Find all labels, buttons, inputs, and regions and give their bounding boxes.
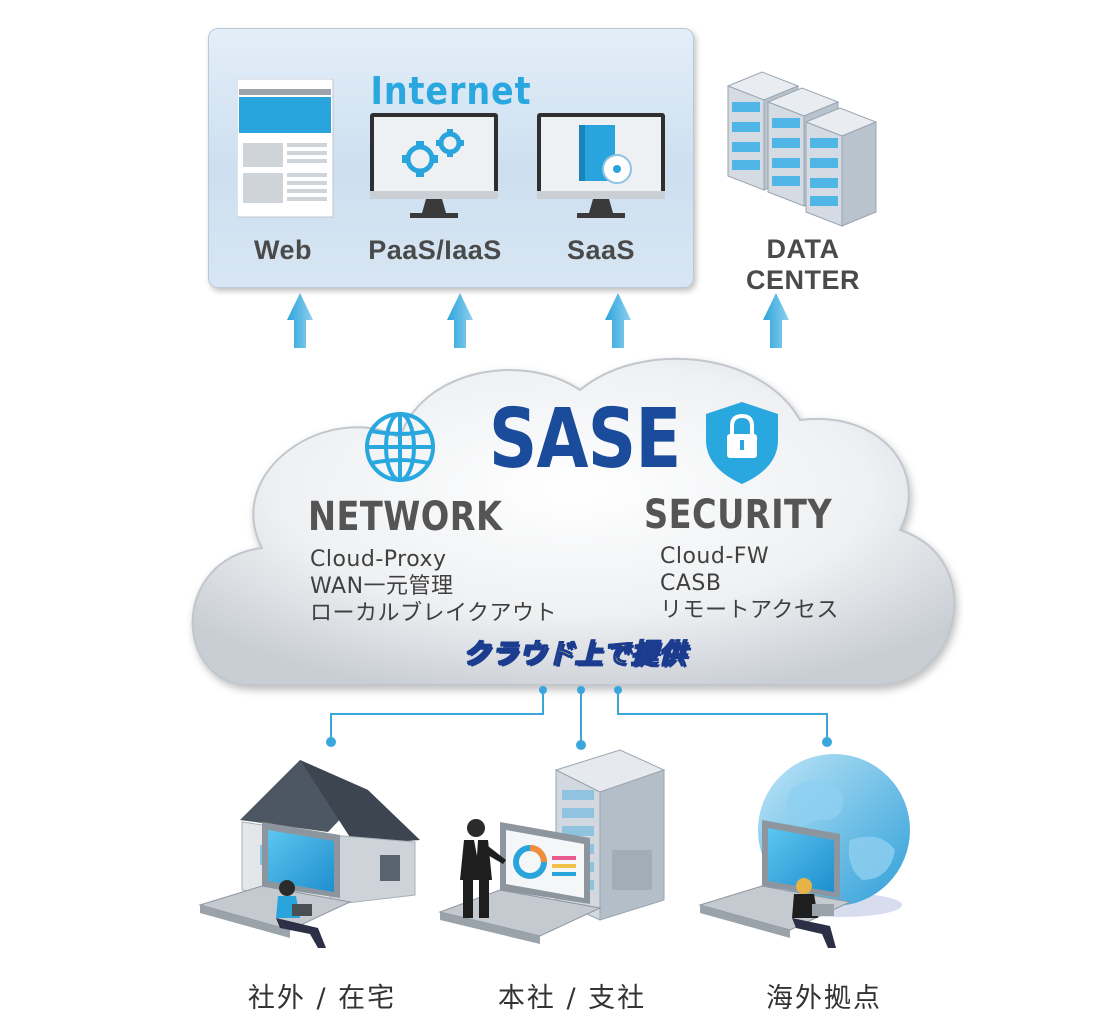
site-label-hq: 本社 / 支社 (497, 983, 647, 1014)
network-heading: NETWORK (308, 494, 503, 540)
internet-panel: Internet (208, 28, 694, 288)
globe-icon (365, 412, 435, 482)
cloud-tagline: クラウド上で提供 (462, 638, 687, 670)
datacenter-label: DATA CENTER (745, 234, 860, 295)
connector-dots (326, 686, 832, 750)
server-stack-icon (726, 71, 878, 227)
site-label-overseas: 海外拠点 (766, 983, 882, 1014)
businessman-icon (460, 819, 506, 918)
site-label-remote: 社外 / 在宅 (247, 983, 397, 1014)
person-icon (792, 878, 836, 948)
up-arrow-icon (287, 293, 313, 348)
service-label-saas: SaaS (566, 235, 636, 265)
internet-title: Internet (370, 69, 532, 113)
shield-lock-icon (706, 402, 778, 484)
security-feature: Cloud-FW (660, 544, 770, 569)
up-arrows (287, 293, 789, 348)
up-arrow-icon (763, 293, 789, 348)
connector-lines (330, 690, 828, 745)
security-heading: SECURITY (644, 492, 833, 538)
security-feature-list: Cloud-FW CASB リモートアクセス (660, 543, 839, 624)
person-icon (276, 880, 326, 948)
network-feature: ローカルブレイクアウト (310, 601, 558, 626)
software-box-icon (537, 113, 665, 218)
up-arrow-icon (605, 293, 631, 348)
network-feature: WAN一元管理 (310, 574, 454, 599)
web-page-icon (237, 79, 334, 218)
up-arrow-icon (447, 293, 473, 348)
laptop-icon (698, 820, 852, 938)
sase-title: SASE (488, 392, 681, 487)
network-feature: Cloud-Proxy (310, 547, 447, 572)
laptop-icon (198, 822, 352, 938)
service-label-web: Web (253, 235, 312, 265)
security-feature: リモートアクセス (660, 598, 839, 623)
gears-icon (370, 113, 498, 218)
security-feature: CASB (660, 571, 722, 596)
laptop-icon (438, 822, 602, 944)
network-feature-list: Cloud-Proxy WAN一元管理 ローカルブレイクアウト (310, 546, 557, 627)
service-label-paas: PaaS/IaaS (368, 235, 502, 265)
